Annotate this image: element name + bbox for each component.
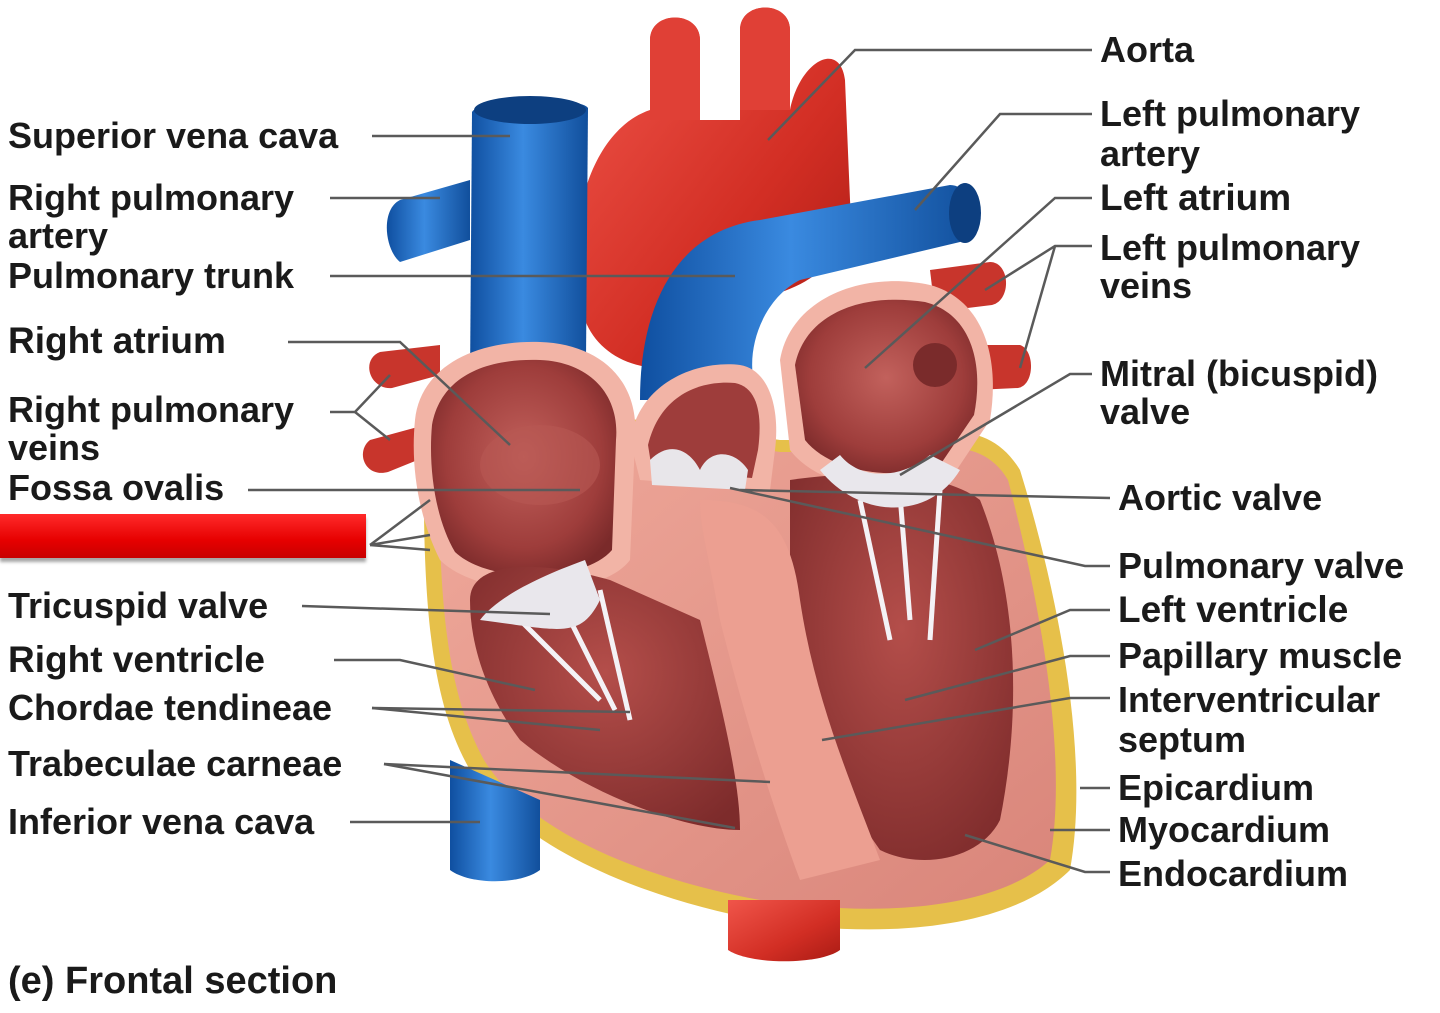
redacted-label-bar — [0, 514, 366, 558]
label-tricuspid-valve: Tricuspid valve — [8, 585, 269, 626]
label-superior-vena-cava: Superior vena cava — [8, 115, 339, 156]
label-papillary-muscle: Papillary muscle — [1118, 635, 1403, 676]
label-aorta: Aorta — [1100, 29, 1195, 70]
right-ventricle-cavity — [470, 566, 740, 830]
label-mitral-valve-line1: Mitral (bicuspid) — [1100, 353, 1378, 394]
label-chordae-tendineae: Chordae tendineae — [8, 687, 333, 728]
label-left-ventricle: Left ventricle — [1118, 589, 1349, 630]
label-endocardium: Endocardium — [1118, 853, 1349, 894]
right-atrium-chamber — [413, 341, 636, 590]
label-left-pulmonary-veins-line1: Left pulmonary — [1100, 227, 1361, 268]
label-mitral-valve-line2: valve — [1100, 391, 1191, 432]
superior-vena-cava-shape — [386, 96, 588, 380]
label-right-pulmonary-veins-line1: Right pulmonary — [8, 389, 294, 430]
label-right-pulmonary-artery-line1: Right pulmonary — [8, 177, 294, 218]
label-pulmonary-trunk: Pulmonary trunk — [8, 255, 295, 296]
label-right-ventricle: Right ventricle — [8, 639, 265, 680]
label-left-pulmonary-veins-line2: veins — [1100, 265, 1193, 306]
aortic-root — [630, 364, 777, 490]
interventricular-septum-shape — [700, 500, 880, 880]
label-inferior-vena-cava: Inferior vena cava — [8, 801, 315, 842]
label-interventricular-septum-line2: septum — [1118, 719, 1247, 760]
figure-caption: (e) Frontal section — [8, 960, 338, 1002]
label-epicardium: Epicardium — [1118, 767, 1315, 808]
label-left-pulmonary-artery-line1: Left pulmonary — [1100, 93, 1361, 134]
pulmonary-trunk-shape — [640, 183, 981, 400]
descending-aorta-shape — [728, 900, 840, 962]
label-left-atrium: Left atrium — [1100, 177, 1292, 218]
label-fossa-ovalis: Fossa ovalis — [8, 467, 225, 508]
label-right-pulmonary-artery-line2: artery — [8, 215, 109, 256]
label-trabeculae-carneae: Trabeculae carneae — [8, 743, 343, 784]
left-atrium-chamber — [780, 281, 993, 490]
label-pulmonary-valve: Pulmonary valve — [1118, 545, 1405, 586]
label-interventricular-septum-line1: Interventricular — [1118, 679, 1381, 720]
label-aortic-valve: Aortic valve — [1118, 477, 1323, 518]
leader-lines — [248, 48, 1111, 874]
label-left-pulmonary-artery-line2: artery — [1100, 133, 1201, 174]
inferior-vena-cava-shape — [450, 760, 540, 882]
label-myocardium: Myocardium — [1118, 809, 1331, 850]
label-right-atrium: Right atrium — [8, 320, 226, 361]
label-right-pulmonary-veins-line2: veins — [8, 427, 101, 468]
left-ventricle-cavity — [790, 474, 1014, 860]
